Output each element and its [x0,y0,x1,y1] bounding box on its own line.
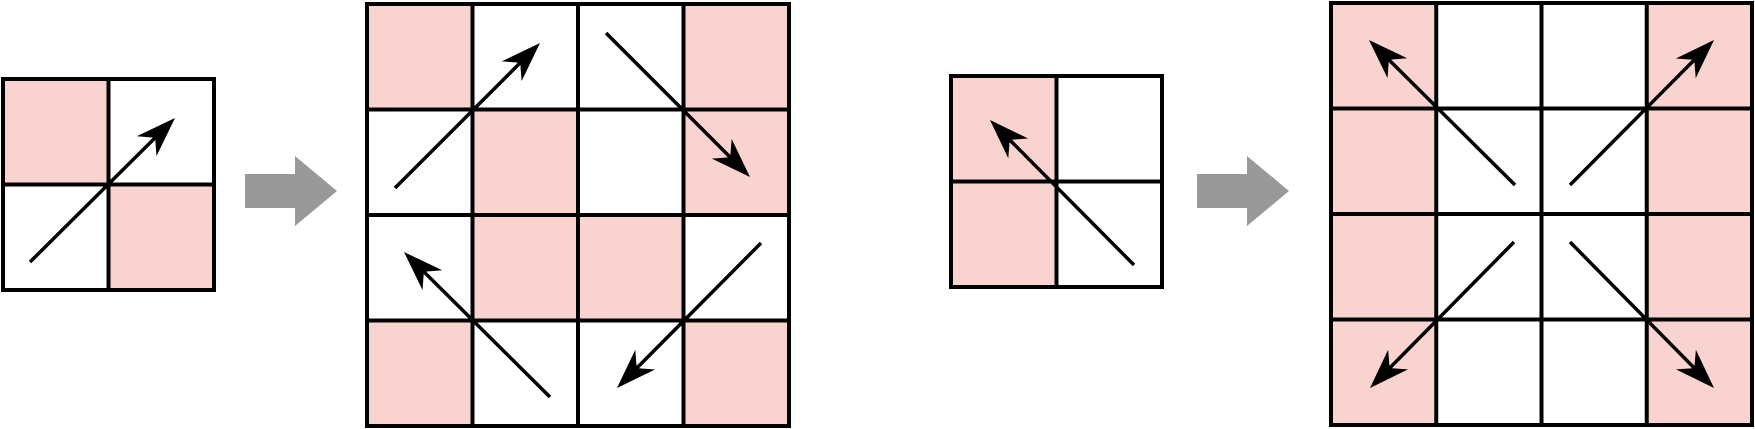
direction-arrow-shaft [28,136,157,264]
right-arrow-icon [1197,156,1289,226]
grid-border [949,74,1164,289]
direction-arrow-shaft [635,241,763,370]
direction-arrow-to-bottom-right [604,31,750,177]
highlighted-cell [367,4,473,110]
transition-arrow-c-to-d [1197,156,1289,226]
direction-arrow-to-top-left [1369,40,1517,187]
direction-arrow-shaft [1388,240,1516,370]
direction-arrow-head [711,138,750,177]
direction-arrow-shaft [1568,240,1696,370]
direction-arrow-head [136,118,175,157]
highlighted-cell [472,109,578,215]
transition-arrow-a-to-b [245,156,337,226]
direction-arrow-shaft [1008,138,1136,267]
direction-arrow-to-top-right [28,118,175,264]
highlighted-cell [472,215,578,321]
direction-arrow-head [990,120,1029,159]
direction-arrow-shaft [422,270,552,399]
grid-panel-4x4-d [1329,1,1754,427]
direction-arrow-head [1675,349,1714,388]
highlighted-cell [1646,214,1752,320]
direction-arrow-to-top-left [404,252,552,399]
direction-arrow-to-bottom-left [617,241,763,388]
direction-arrow-head [617,349,656,388]
highlighted-cell [578,215,684,321]
grid-panel-2x2-c [949,74,1164,289]
direction-arrow-shaft [1568,58,1696,187]
right-arrow-icon [245,156,337,226]
direction-arrow-to-bottom-right [1568,240,1714,388]
highlighted-cell [683,320,789,426]
highlighted-cell [1646,108,1752,214]
grid-border [1329,1,1754,427]
direction-arrow-to-top-right [1568,40,1714,187]
grid-panel-4x4-b [365,2,791,428]
direction-arrow-to-top-left [990,120,1136,267]
highlighted-cell [1331,214,1437,320]
highlighted-cell [367,320,473,426]
direction-arrow-head [1675,40,1714,79]
highlighted-cell [3,79,109,185]
direction-arrow-shaft [1387,58,1517,187]
highlighted-cell [108,184,214,290]
highlighted-cell [951,181,1057,287]
direction-arrow-to-top-right [393,43,540,190]
grid-border [365,2,791,428]
direction-arrow-head [501,43,540,82]
direction-arrow-head [1370,349,1409,388]
highlighted-cell [1331,108,1437,214]
grid-panel-2x2-a [1,77,216,292]
direction-arrow-shaft [604,31,732,159]
direction-arrow-shaft [393,61,522,190]
highlighted-cell [683,4,789,110]
direction-arrow-to-bottom-left [1370,240,1516,388]
direction-arrow-head [1369,40,1408,79]
grid-border [1,77,216,292]
direction-arrow-head [404,252,443,291]
